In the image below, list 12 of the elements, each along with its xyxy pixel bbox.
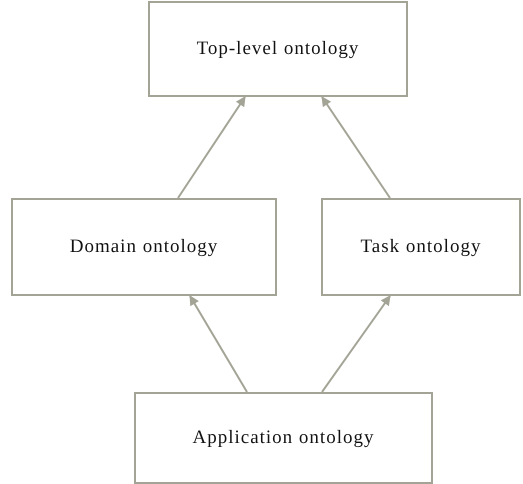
arrow <box>189 295 248 393</box>
arrow <box>177 96 246 199</box>
ontology-box <box>148 1 408 97</box>
ontology-box <box>11 198 277 296</box>
arrow <box>321 295 391 393</box>
ontology-box <box>134 392 433 484</box>
box-label: Task ontology <box>360 236 482 258</box>
box-label: Application ontology <box>192 427 374 449</box>
box-label: Domain ontology <box>70 236 218 258</box>
box-label: Top-level ontology <box>196 38 360 60</box>
ontology-box <box>321 198 521 296</box>
arrow <box>321 96 391 199</box>
